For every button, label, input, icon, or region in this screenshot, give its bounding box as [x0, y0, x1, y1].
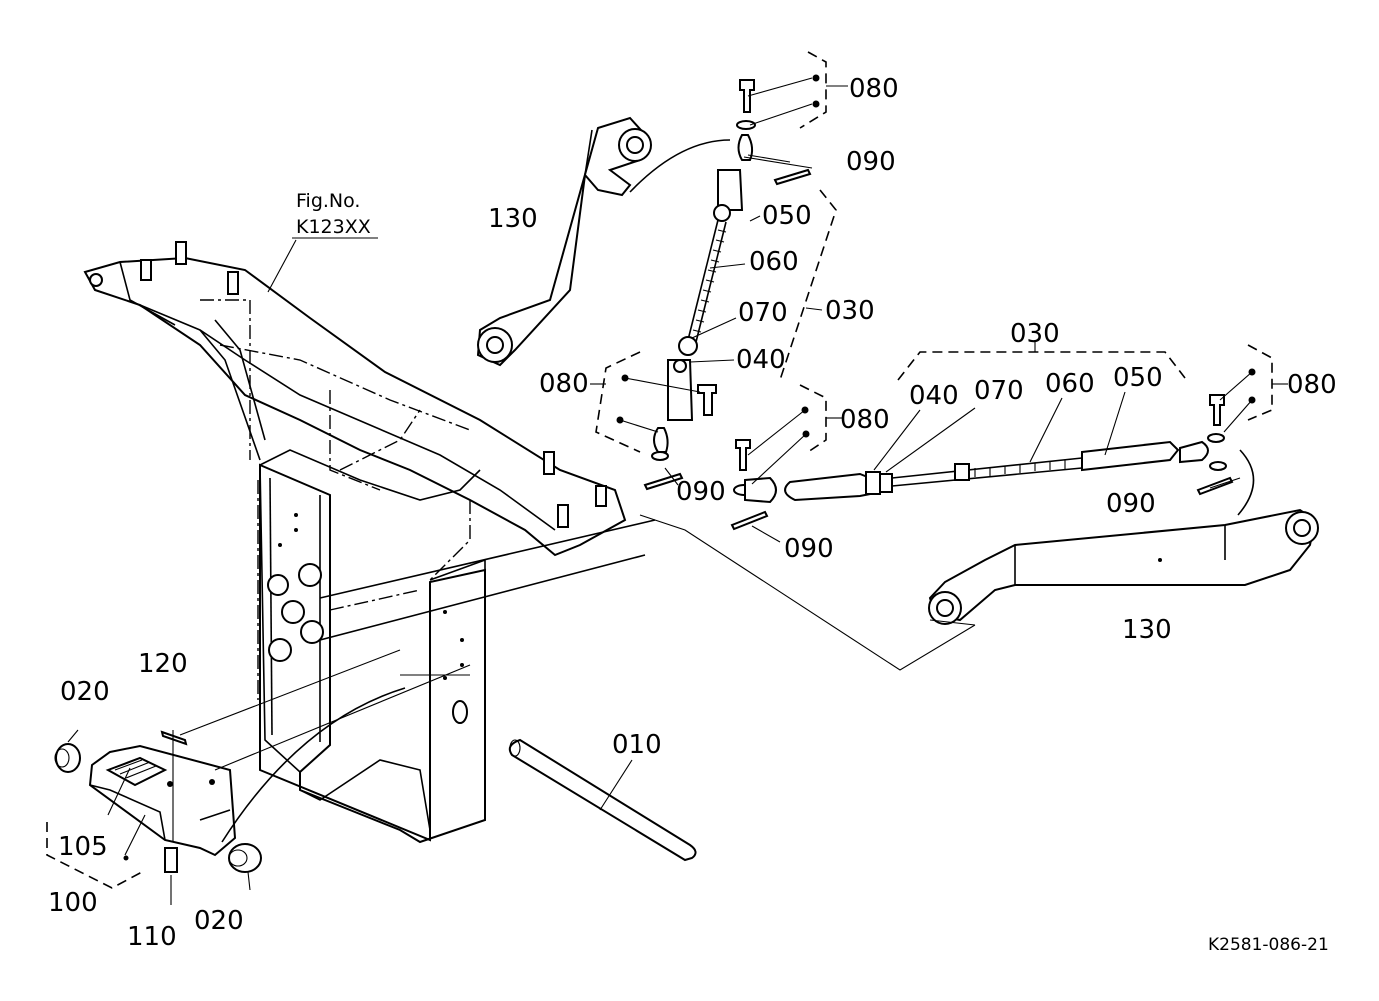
- label-080: 080: [849, 74, 899, 104]
- label-130: 130: [1122, 615, 1172, 645]
- label-110: 110: [127, 922, 177, 952]
- label-060: 060: [749, 247, 799, 277]
- fig-no-code: K123XX: [296, 216, 371, 238]
- label-090: 090: [676, 477, 726, 507]
- label-090: 090: [784, 534, 834, 564]
- label-020: 020: [194, 906, 244, 936]
- main-frame: [83, 241, 976, 844]
- label-040: 040: [909, 381, 959, 411]
- label-080: 080: [539, 369, 589, 399]
- label-130: 130: [488, 204, 538, 234]
- pin-010: [508, 738, 697, 862]
- part-labels: 080 090 130 050 060 030 070 040 080 080 …: [48, 74, 1337, 952]
- label-070: 070: [974, 376, 1024, 406]
- group-brackets: [590, 51, 1288, 453]
- hitch-100: [46, 649, 471, 905]
- label-050: 050: [1113, 363, 1163, 393]
- bullet-dots: [616, 74, 1256, 438]
- label-080: 080: [840, 405, 890, 435]
- label-100: 100: [48, 888, 98, 918]
- label-070: 070: [738, 298, 788, 328]
- label-090: 090: [846, 147, 896, 177]
- label-050: 050: [762, 201, 812, 231]
- threaded-rod-vertical: [687, 219, 727, 343]
- label-120: 120: [138, 649, 188, 679]
- label-090: 090: [1106, 489, 1156, 519]
- check-chain-horizontal: [730, 371, 1255, 543]
- fig-no-label: Fig.No.: [296, 190, 360, 212]
- drawing-code: K2581-086-21: [1208, 935, 1329, 955]
- label-060: 060: [1045, 369, 1095, 399]
- label-030: 030: [825, 296, 875, 326]
- figure-reference: Fig.No. K123XX: [267, 190, 378, 293]
- label-020: 020: [60, 677, 110, 707]
- label-040: 040: [736, 345, 786, 375]
- arm-130-lower: [928, 508, 1319, 626]
- arm-130-upper: [476, 116, 652, 367]
- label-010: 010: [612, 730, 662, 760]
- label-080: 080: [1287, 370, 1337, 400]
- label-030: 030: [1010, 319, 1060, 349]
- label-105: 105: [58, 832, 108, 862]
- check-chain-vertical: [619, 77, 813, 491]
